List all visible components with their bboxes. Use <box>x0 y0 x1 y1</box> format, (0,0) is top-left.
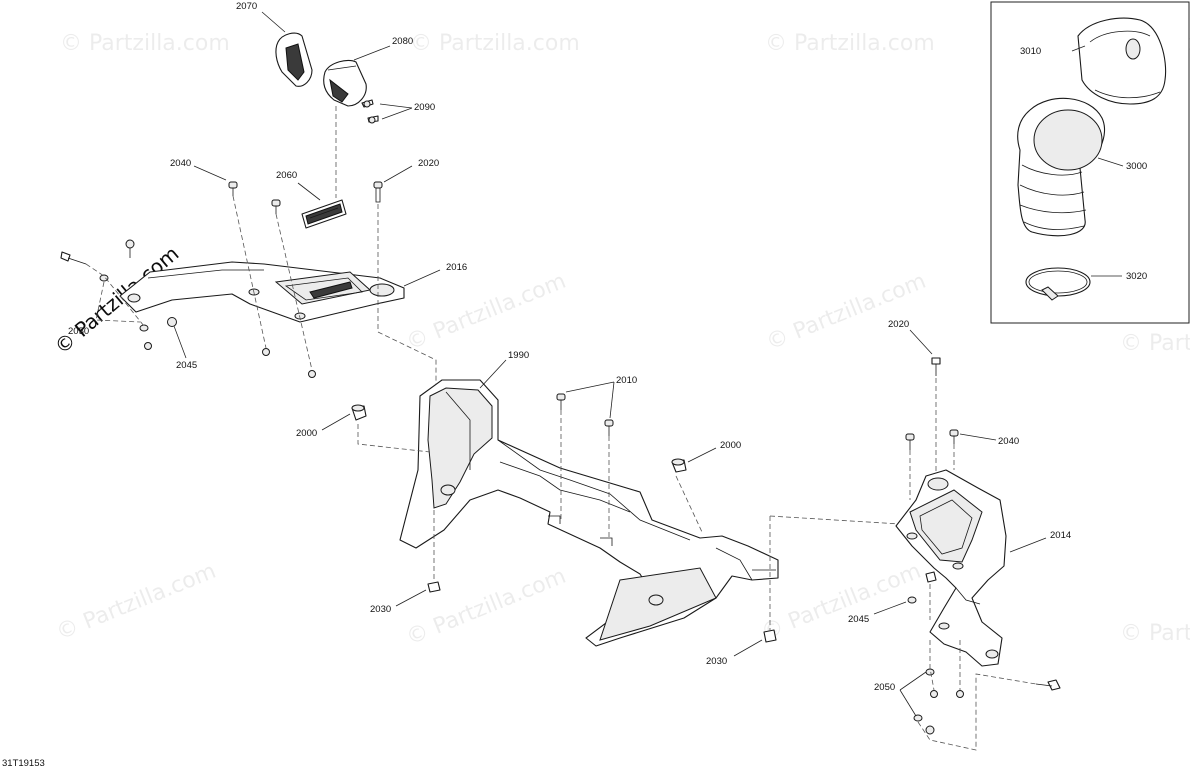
nut-part <box>956 690 964 698</box>
callout-2000: 2000 <box>720 440 741 451</box>
watermark: © Partzilla.com <box>763 269 930 356</box>
watermark: © Partzilla.com <box>53 559 220 646</box>
hose-clamp-part <box>1025 267 1091 297</box>
callout-3020: 3020 <box>1126 271 1147 282</box>
washer-part <box>925 668 935 676</box>
callout-2060: 2060 <box>276 170 297 181</box>
watermark: © Partzilla.com <box>403 269 570 356</box>
nut-part <box>144 342 152 350</box>
inset-air-intake: 3010 3000 3020 <box>990 1 1190 324</box>
callout-3010: 3010 <box>1020 46 1041 57</box>
callout-2070: 2070 <box>236 1 257 12</box>
intake-cover-part <box>1077 17 1167 105</box>
callout-2040: 2040 <box>170 158 191 169</box>
callout-1990: 1990 <box>508 350 529 361</box>
callout-2050: 2050 <box>68 326 89 337</box>
screw-part <box>373 181 383 189</box>
callout-2016: 2016 <box>446 262 467 273</box>
screw-part <box>271 199 281 207</box>
left-bracket-assembly: 2040 2020 2016 2050 2045 <box>60 158 467 388</box>
callout-2080: 2080 <box>392 36 413 47</box>
nut-part <box>763 629 777 643</box>
screw-part <box>1047 679 1061 691</box>
nut-part <box>427 581 441 593</box>
watermark: © Partzilla.com <box>410 31 580 56</box>
vent-assembly: 2070 2080 2090 2060 <box>236 1 435 229</box>
screw-part <box>949 429 959 437</box>
screw-part <box>604 419 614 427</box>
washer-part <box>913 714 923 722</box>
right-bracket-assembly: 2020 2040 2014 2045 2050 <box>848 319 1071 751</box>
callout-2040: 2040 <box>998 436 1019 447</box>
washer-part <box>99 274 109 282</box>
callout-2030: 2030 <box>706 656 727 667</box>
watermark: © Partzilla.com <box>403 564 570 651</box>
nut-part <box>167 317 177 327</box>
callout-2020: 2020 <box>418 158 439 169</box>
callout-2010: 2010 <box>616 375 637 386</box>
nut-part <box>308 370 316 378</box>
crossmember-assembly: 1990 2010 2000 2000 2030 2030 <box>296 350 901 667</box>
nut-part <box>930 690 938 698</box>
screw-part <box>925 571 937 583</box>
washer-part <box>139 324 149 332</box>
watermark: © Partzilla.com <box>765 31 935 56</box>
watermark: © Partzilla.com <box>1120 621 1190 646</box>
screw-part <box>931 357 941 365</box>
callout-2020: 2020 <box>888 319 909 330</box>
callout-2030: 2030 <box>370 604 391 615</box>
callout-2045: 2045 <box>848 614 869 625</box>
callout-2000: 2000 <box>296 428 317 439</box>
washer-part <box>907 596 917 604</box>
watermark: © Partzilla.com <box>758 559 925 646</box>
nut-part <box>925 725 935 735</box>
watermark: © Partzilla.com <box>1120 331 1190 356</box>
screw-part <box>556 393 566 401</box>
screw-part <box>905 433 915 441</box>
callout-2090: 2090 <box>414 102 435 113</box>
callout-2050: 2050 <box>874 682 895 693</box>
screw-part <box>228 181 238 189</box>
figure-id: 31T19153 <box>2 758 45 769</box>
callout-2014: 2014 <box>1050 530 1071 541</box>
watermark: © Partzilla.com <box>60 31 230 56</box>
callout-2045: 2045 <box>176 360 197 371</box>
callout-3000: 3000 <box>1126 161 1147 172</box>
nut-part <box>262 348 270 356</box>
screw-part <box>60 251 71 262</box>
